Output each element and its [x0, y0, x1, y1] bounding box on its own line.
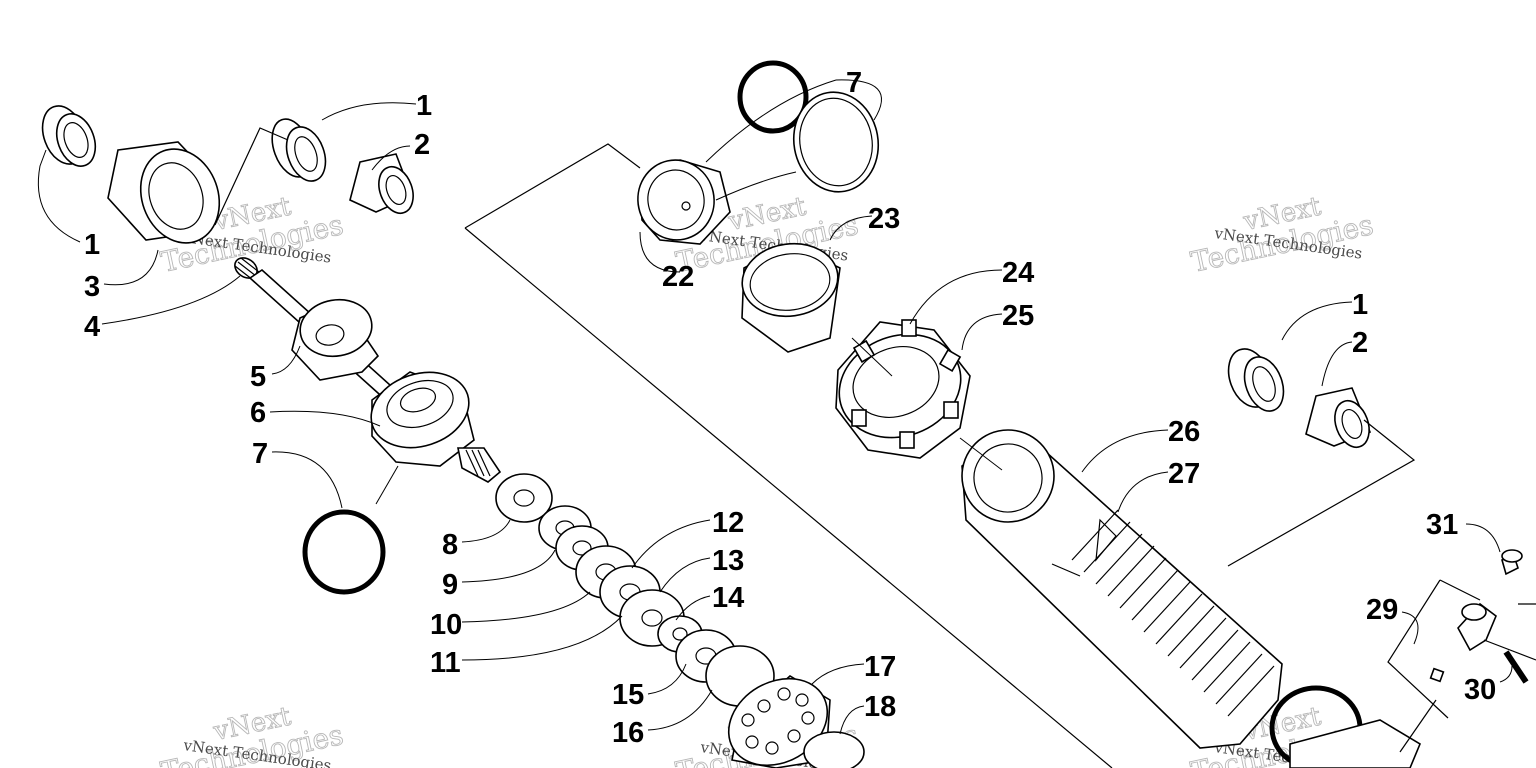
callout-26: 26 — [1168, 416, 1200, 448]
callout-16: 16 — [612, 717, 644, 749]
callout-1: 1 — [1352, 289, 1368, 321]
spring-collar — [741, 242, 841, 353]
spherical-bearing-sleeve — [107, 141, 221, 244]
callout-24: 24 — [1002, 257, 1034, 289]
callout-3: 3 — [84, 271, 100, 303]
adjuster-screw — [1501, 549, 1523, 576]
reservoir-cap — [637, 159, 731, 245]
callout-7: 7 — [252, 438, 268, 470]
callout-8: 8 — [442, 529, 458, 561]
spacer-sleeve — [1305, 387, 1372, 449]
body-threads — [1071, 509, 1275, 717]
wear-band — [792, 91, 880, 193]
bushing-flanged — [41, 105, 97, 167]
shaft-eye — [234, 257, 260, 281]
o-ring — [302, 509, 386, 595]
callout-31: 31 — [1426, 509, 1458, 541]
callout-11: 11 — [430, 647, 461, 679]
callout-6: 6 — [250, 397, 266, 429]
seal-head — [370, 371, 502, 483]
callout-18: 18 — [864, 691, 896, 723]
callout-27: 27 — [1168, 458, 1200, 490]
callout-15: 15 — [612, 679, 644, 711]
reservoir-end — [1289, 719, 1422, 768]
spacer-sleeve — [349, 153, 414, 215]
callout-2: 2 — [1352, 327, 1368, 359]
callout-labels: 1 2 1 3 4 5 6 7 8 9 10 11 12 13 14 15 16… — [84, 67, 1496, 749]
spanner-nut — [835, 319, 971, 459]
callout-9: 9 — [442, 569, 458, 601]
o-ring — [737, 60, 809, 134]
callout-5: 5 — [250, 361, 266, 393]
callout-10: 10 — [430, 609, 462, 641]
callout-23: 23 — [868, 203, 900, 235]
middle-assembly — [464, 60, 1422, 768]
callout-17: 17 — [864, 651, 896, 683]
adjuster-valve — [1457, 602, 1497, 652]
left-assembly — [37, 102, 865, 768]
callout-4: 4 — [84, 311, 100, 343]
bump-stop — [291, 298, 380, 381]
adjuster-o-ring — [1503, 650, 1529, 684]
shock-body — [961, 429, 1283, 749]
callout-25: 25 — [1002, 300, 1034, 332]
callout-1: 1 — [416, 90, 432, 122]
callout-29: 29 — [1366, 594, 1398, 626]
bushing-flanged — [1227, 348, 1285, 412]
callout-12: 12 — [712, 507, 744, 539]
bushing-flanged — [271, 118, 327, 182]
watermark-3: vNext Technologies — [1188, 191, 1377, 279]
callout-1: 1 — [84, 229, 100, 261]
detent-ball — [1429, 667, 1445, 683]
callout-13: 13 — [712, 545, 744, 577]
right-assembly — [1227, 301, 1536, 753]
piston-band — [803, 731, 865, 768]
callout-30: 30 — [1464, 674, 1496, 706]
callout-14: 14 — [712, 582, 744, 614]
callout-2: 2 — [414, 129, 430, 161]
callout-22: 22 — [662, 261, 694, 293]
callout-7: 7 — [846, 67, 862, 99]
